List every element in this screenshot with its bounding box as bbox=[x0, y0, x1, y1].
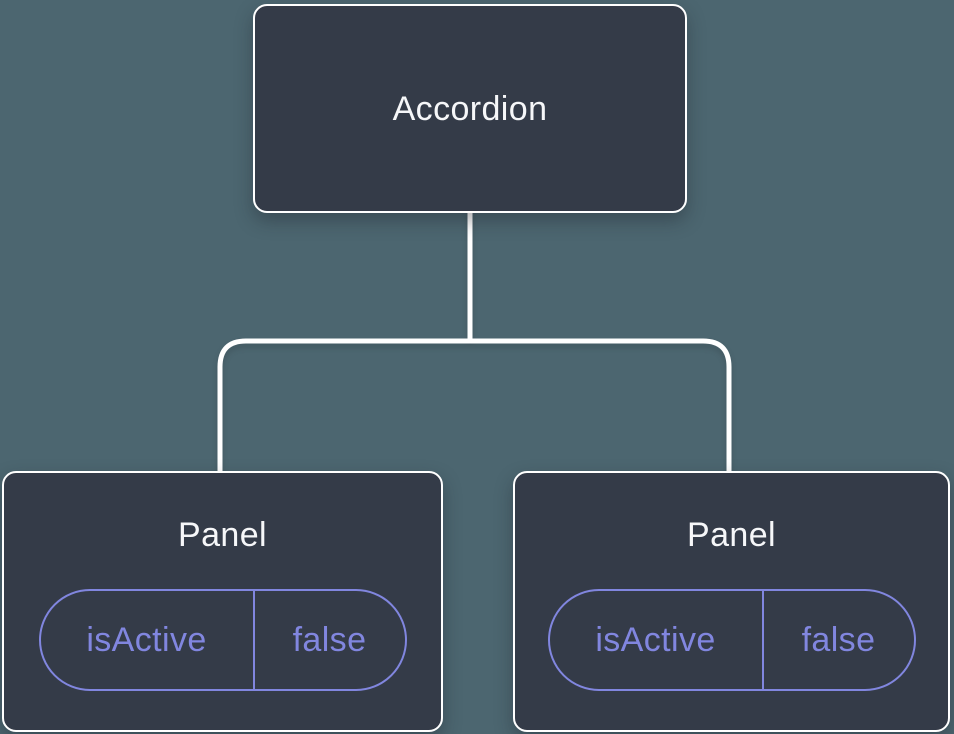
state-value: false bbox=[252, 591, 405, 689]
node-panel-right: Panel isActive false bbox=[513, 471, 950, 732]
node-panel-left-label: Panel bbox=[178, 516, 267, 554]
connector-branch bbox=[217, 338, 732, 474]
node-panel-right-label: Panel bbox=[687, 516, 776, 554]
node-panel-left: Panel isActive false bbox=[2, 471, 443, 732]
state-pill: isActive false bbox=[38, 589, 407, 691]
state-key: isActive bbox=[86, 620, 207, 659]
node-accordion-label: Accordion bbox=[392, 89, 548, 128]
node-accordion: Accordion bbox=[253, 4, 687, 213]
state-value: false bbox=[761, 591, 914, 689]
state-pill: isActive false bbox=[547, 589, 916, 691]
state-key: isActive bbox=[595, 620, 716, 659]
